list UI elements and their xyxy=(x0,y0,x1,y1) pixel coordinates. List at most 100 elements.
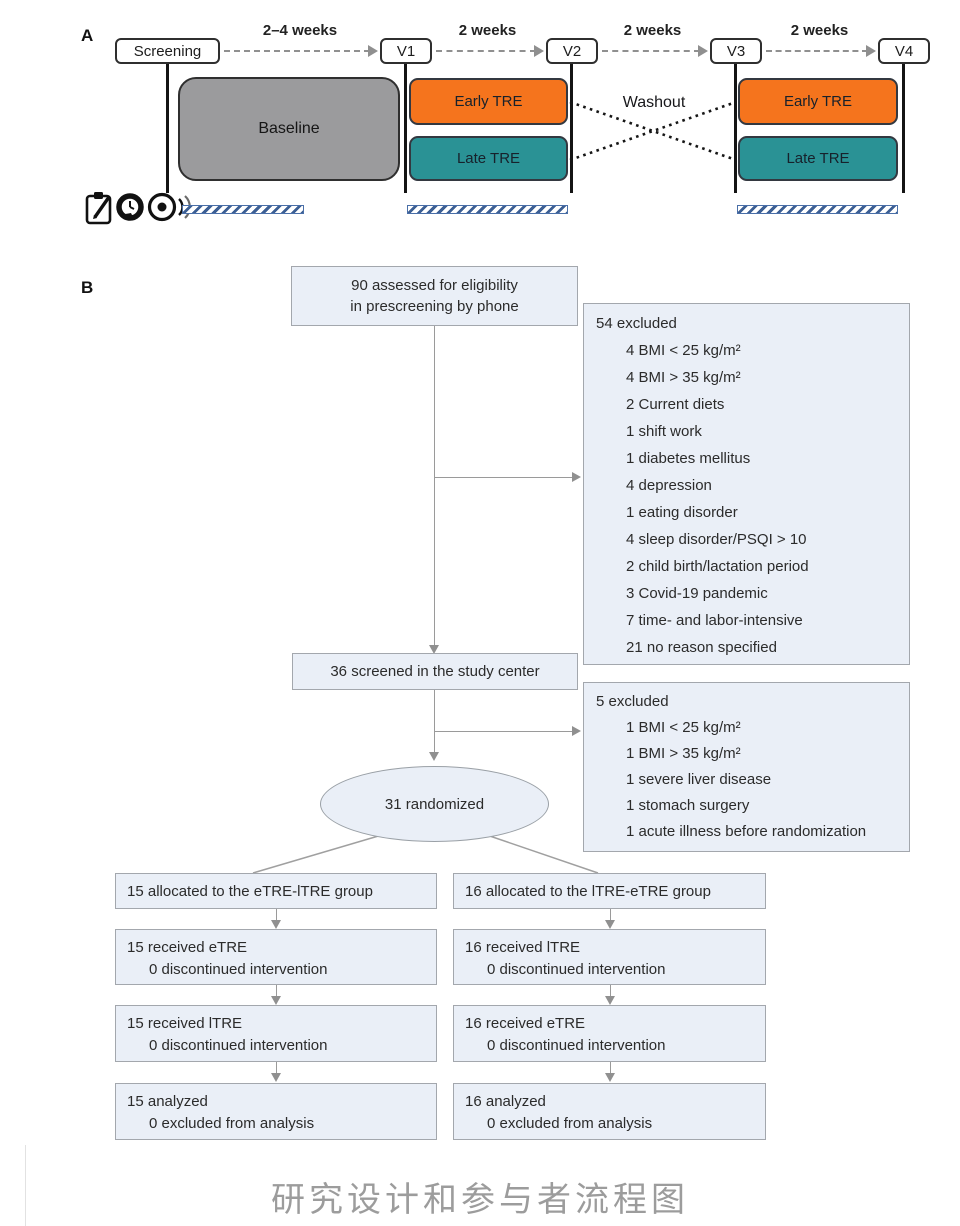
connector-right-3 xyxy=(610,1062,612,1074)
received1-right-line2: 0 discontinued intervention xyxy=(487,961,666,978)
analyzed-right-line1: 16 analyzed xyxy=(465,1093,546,1110)
excluded-item: 1 stomach surgery xyxy=(626,797,750,814)
box-allocated-left: 15 allocated to the eTRE-lTRE group xyxy=(115,873,437,909)
timeline-arrowhead-3 xyxy=(698,45,708,57)
excluded-item: 1 shift work xyxy=(626,423,702,440)
arrowhead-excluded2 xyxy=(572,726,581,736)
recording-bar-period1 xyxy=(407,205,568,214)
timeline-arrowhead-2 xyxy=(534,45,544,57)
node-v1: V1 xyxy=(380,38,432,64)
excluded-screen-title: 5 excluded xyxy=(596,693,669,710)
excluded-item: 21 no reason specified xyxy=(626,639,777,656)
excluded-item: 4 BMI > 35 kg/m² xyxy=(626,369,741,386)
interval-label-1: 2–4 weeks xyxy=(262,22,338,39)
box-received2-right: 16 received eTRE 0 discontinued interven… xyxy=(453,1005,766,1062)
arrowhead-excluded1 xyxy=(572,472,581,482)
node-screening: Screening xyxy=(115,38,220,64)
baseline-box: Baseline xyxy=(178,77,400,181)
excluded-item: 2 Current diets xyxy=(626,396,725,413)
excluded-item: 1 BMI > 35 kg/m² xyxy=(626,745,741,762)
received2-left-line1: 15 received lTRE xyxy=(127,1015,243,1032)
node-v4: V4 xyxy=(878,38,930,64)
excluded-item: 4 depression xyxy=(626,477,712,494)
timeline-line-v4 xyxy=(902,64,905,193)
late-tre-box-2: Late TRE xyxy=(738,136,898,181)
node-v3: V3 xyxy=(710,38,762,64)
arrowhead-left-2 xyxy=(271,996,281,1005)
excluded-item: 1 severe liver disease xyxy=(626,771,772,788)
arrowhead-left-1 xyxy=(271,920,281,929)
arrowhead-right-2 xyxy=(605,996,615,1005)
box-excluded-screen: 5 excluded 1 BMI < 25 kg/m² 1 BMI > 35 k… xyxy=(583,682,910,852)
connector-screened-randomized xyxy=(434,690,436,753)
timeline-line-v2 xyxy=(570,64,573,193)
late-tre-box-1: Late TRE xyxy=(409,136,568,181)
box-analyzed-left: 15 analyzed 0 excluded from analysis xyxy=(115,1083,437,1140)
excluded-item: 1 BMI < 25 kg/m² xyxy=(626,719,741,736)
box-excluded-phone: 54 excluded 4 BMI < 25 kg/m² 4 BMI > 35 … xyxy=(583,303,910,665)
excluded-item: 7 time- and labor-intensive xyxy=(626,612,803,629)
received1-right-line1: 16 received lTRE xyxy=(465,939,581,956)
interval-label-4: 2 weeks xyxy=(790,22,849,39)
node-v2: V2 xyxy=(546,38,598,64)
timeline-dash-1 xyxy=(224,50,370,52)
connector-branch-excluded1 xyxy=(435,477,572,479)
timeline-dash-2 xyxy=(436,50,536,52)
early-tre-box-1: Early TRE xyxy=(409,78,568,125)
randomized-diagonal-right xyxy=(477,831,599,874)
box-received1-left: 15 received eTRE 0 discontinued interven… xyxy=(115,929,437,985)
connector-prescreen-screened xyxy=(434,326,436,646)
page-edge-line xyxy=(25,1145,26,1226)
ellipse-randomized: 31 randomized xyxy=(320,766,549,842)
recording-bar-baseline xyxy=(182,205,304,214)
connector-branch-excluded2 xyxy=(435,731,572,733)
timeline-arrowhead-4 xyxy=(866,45,876,57)
timeline-line-v3 xyxy=(734,64,737,193)
excluded-item: 1 diabetes mellitus xyxy=(626,450,751,467)
excluded-item: 1 eating disorder xyxy=(626,504,738,521)
received1-left-line2: 0 discontinued intervention xyxy=(149,961,328,978)
received2-right-line1: 16 received eTRE xyxy=(465,1015,586,1032)
timeline-line-screening xyxy=(166,64,169,193)
early-tre-box-2: Early TRE xyxy=(738,78,898,125)
excluded-item: 2 child birth/lactation period xyxy=(626,558,809,575)
analyzed-left-line2: 0 excluded from analysis xyxy=(149,1115,315,1132)
box-received1-right: 16 received lTRE 0 discontinued interven… xyxy=(453,929,766,985)
panel-a-label: A xyxy=(81,26,94,45)
interval-label-3: 2 weeks xyxy=(623,22,682,39)
timeline-dash-3 xyxy=(602,50,700,52)
connector-right-1 xyxy=(610,909,612,921)
box-prescreen-line1: 90 assessed for eligibility xyxy=(351,277,518,294)
arrowhead-right-3 xyxy=(605,1073,615,1082)
excluded-phone-title: 54 excluded xyxy=(596,315,677,332)
received1-left-line1: 15 received eTRE xyxy=(127,939,248,956)
arrowhead-screened xyxy=(429,645,439,654)
analyzed-left-line1: 15 analyzed xyxy=(127,1093,208,1110)
box-prescreen: 90 assessed for eligibility in prescreen… xyxy=(291,266,578,326)
box-screened: 36 screened in the study center xyxy=(292,653,578,690)
connector-right-2 xyxy=(610,985,612,997)
arrowhead-right-1 xyxy=(605,920,615,929)
excluded-item: 4 sleep disorder/PSQI > 10 xyxy=(626,531,807,548)
timeline-line-v1 xyxy=(404,64,407,193)
received2-right-line2: 0 discontinued intervention xyxy=(487,1037,666,1054)
questionnaire-icon xyxy=(85,192,112,225)
connector-left-3 xyxy=(276,1062,278,1074)
panel-b-label: B xyxy=(81,278,94,297)
analyzed-right-line2: 0 excluded from analysis xyxy=(487,1115,653,1132)
recording-bar-period2 xyxy=(737,205,898,214)
received2-left-line2: 0 discontinued intervention xyxy=(149,1037,328,1054)
arrowhead-left-3 xyxy=(271,1073,281,1082)
smartwatch-icon xyxy=(116,193,144,221)
figure-caption: 研究设计和参与者流程图 xyxy=(271,1181,689,1219)
box-allocated-right: 16 allocated to the lTRE-eTRE group xyxy=(453,873,766,909)
interval-label-2: 2 weeks xyxy=(458,22,517,39)
connector-left-2 xyxy=(276,985,278,997)
timeline-dash-4 xyxy=(766,50,868,52)
excluded-item: 4 BMI < 25 kg/m² xyxy=(626,342,741,359)
connector-left-1 xyxy=(276,909,278,921)
arrowhead-randomized xyxy=(429,752,439,761)
box-analyzed-right: 16 analyzed 0 excluded from analysis xyxy=(453,1083,766,1140)
box-received2-left: 15 received lTRE 0 discontinued interven… xyxy=(115,1005,437,1062)
